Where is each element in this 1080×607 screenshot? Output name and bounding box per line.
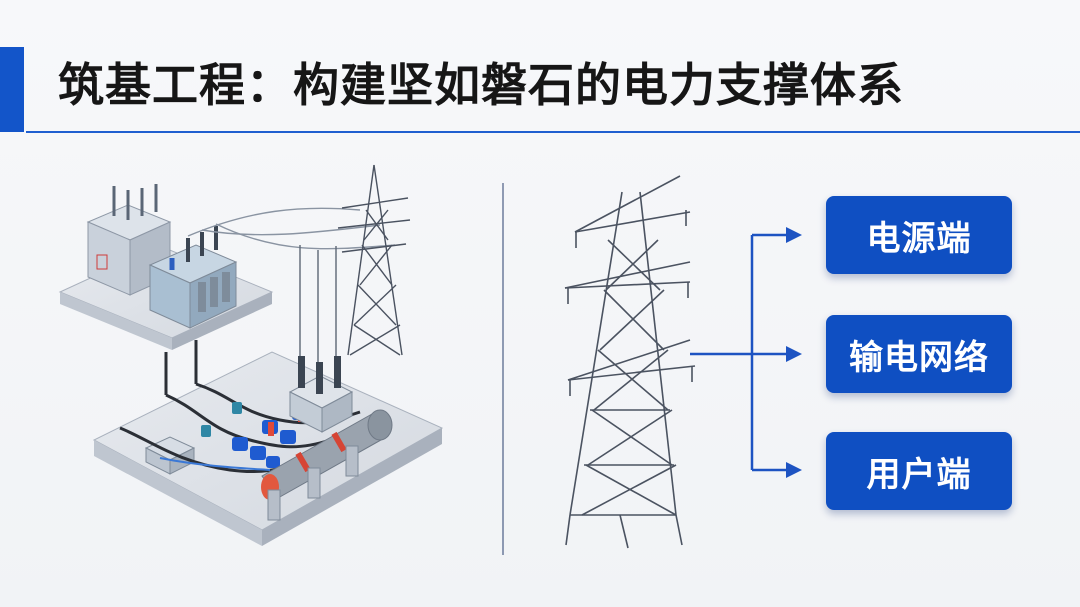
arrow-right-icon <box>786 227 802 243</box>
slide-title: 筑基工程：构建坚如磐石的电力支撑体系 <box>58 58 904 112</box>
transmission-tower-icon <box>564 175 696 549</box>
arrow-right-icon <box>786 462 802 478</box>
accent-bar <box>0 47 24 132</box>
output-label: 电源端 <box>866 218 972 259</box>
transmission-tower-icon <box>337 164 411 356</box>
output-box-power-source: 电源端 <box>826 196 1012 274</box>
output-box-transmission-network: 输电网络 <box>826 315 1012 393</box>
output-label: 用户端 <box>866 454 972 495</box>
flow-arrows <box>690 227 802 478</box>
output-label: 输电网络 <box>849 337 989 378</box>
vertical-divider <box>502 183 504 555</box>
arrow-right-icon <box>786 346 802 362</box>
title-underline <box>26 131 1080 133</box>
output-box-user-end: 用户端 <box>826 432 1012 510</box>
substation-illustration <box>58 184 444 546</box>
